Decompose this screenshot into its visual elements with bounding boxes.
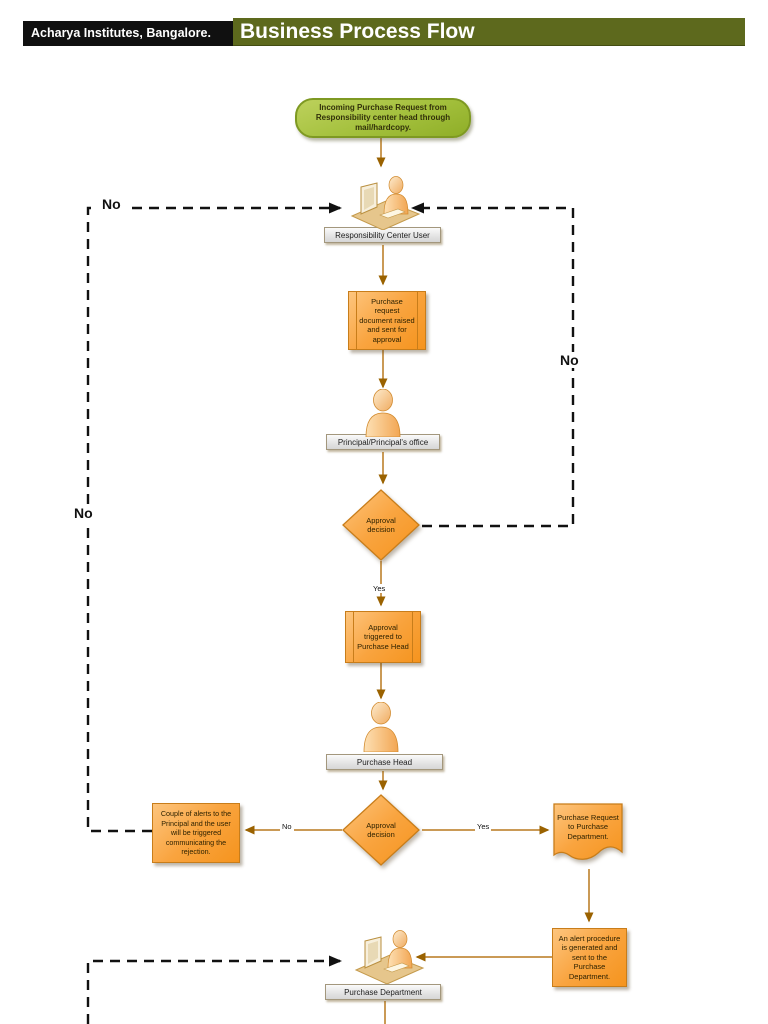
edge-label-no-top-loop: No [98, 196, 125, 212]
start-node-text: Incoming Purchase Request from Responsib… [315, 103, 451, 132]
decision-principal-approval-text: Approval decision [366, 515, 396, 535]
org-title: Acharya Institutes, Bangalore. [23, 21, 233, 46]
note-rejection-alerts-text: Couple of alerts to the Principal and th… [160, 809, 232, 857]
decision-principal-approval: Approval decision [342, 489, 420, 561]
note-rejection-alerts: Couple of alerts to the Principal and th… [152, 803, 240, 863]
process-alert-procedure: An alert procedure is generated and sent… [552, 928, 627, 987]
start-node: Incoming Purchase Request from Responsib… [295, 98, 471, 138]
document-purchase-request: Purchase Request to Purchase Department. [553, 803, 623, 867]
process-alert-procedure-text: An alert procedure is generated and sent… [558, 933, 621, 981]
flow-connectors [244, 133, 594, 1024]
edge-label-no-left-loop: No [70, 505, 97, 521]
process-purchase-request-text: Purchase request document raised and sen… [359, 296, 415, 344]
person-icon [363, 702, 399, 752]
edge-label-yes-decision1: Yes [371, 584, 388, 593]
actor-label-purchase-head: Purchase Head [326, 754, 443, 770]
decision-head-approval-text: Approval decision [366, 820, 396, 840]
edge-label-yes-decision2: Yes [475, 822, 492, 831]
actor-label-purchase-department: Purchase Department [325, 984, 441, 1000]
person-icon [365, 389, 401, 437]
no-loop-connectors [86, 202, 575, 1024]
process-approval-trigger-text: Approval triggered to Purchase Head [357, 622, 409, 651]
process-approval-trigger: Approval triggered to Purchase Head [345, 611, 421, 663]
edge-label-no-right-loop: No [556, 352, 583, 368]
decision-head-approval: Approval decision [342, 794, 420, 866]
edge-label-no-decision2: No [280, 822, 294, 831]
process-purchase-request: Purchase request document raised and sen… [348, 291, 426, 350]
person-computer-icon [354, 930, 425, 984]
person-computer-icon [350, 176, 421, 230]
page-title: Business Process Flow [233, 18, 745, 46]
document-purchase-request-text: Purchase Request to Purchase Department. [557, 812, 619, 841]
